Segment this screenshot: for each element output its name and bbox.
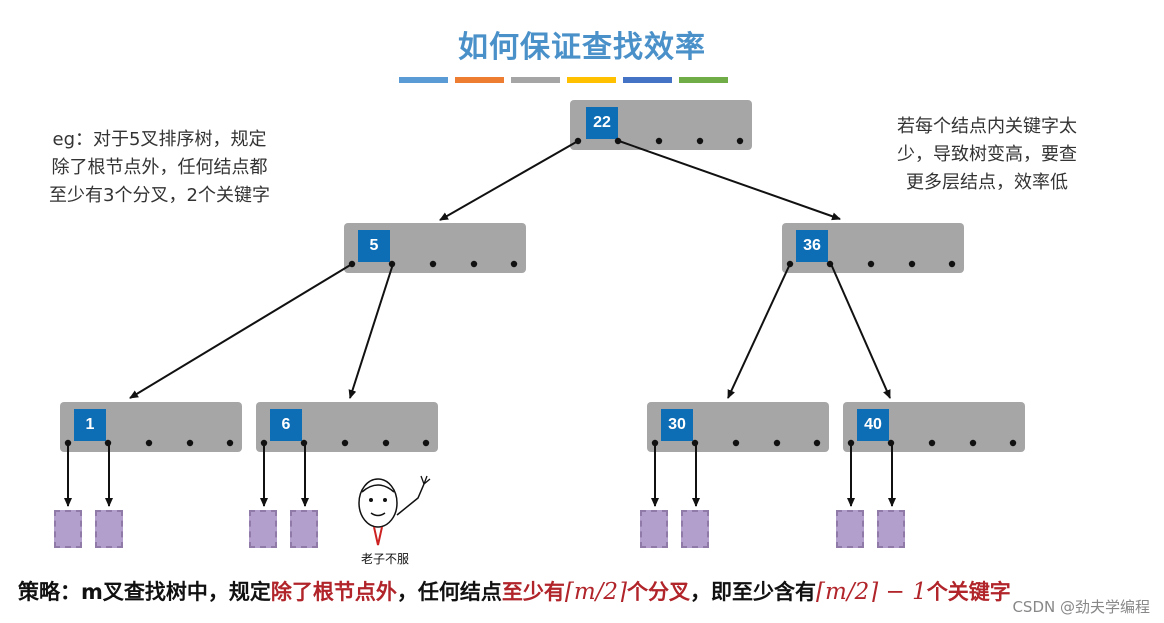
pointer-dot xyxy=(104,439,112,447)
strategy-part: 策略：m叉查找树中，规定 xyxy=(18,580,271,604)
leaf-node xyxy=(836,510,864,548)
tree-node-level2: 1 xyxy=(60,402,242,452)
tree-edge-arrow xyxy=(348,263,394,399)
pointer-dot xyxy=(969,439,977,447)
title-color-segment xyxy=(455,77,504,83)
pointer-dot xyxy=(300,439,308,447)
pointer-dot xyxy=(887,439,895,447)
node-key: 22 xyxy=(586,107,618,139)
pointer-dot xyxy=(510,260,518,268)
leaf-node xyxy=(640,510,668,548)
meme-caption: 老子不服 xyxy=(360,552,409,566)
pointer-dot xyxy=(786,260,794,268)
leaf-node xyxy=(54,510,82,548)
title-color-segment xyxy=(511,77,560,83)
strategy-highlight: 个关键字 xyxy=(926,580,1011,604)
pointer-dot xyxy=(826,260,834,268)
strategy-highlight: 个分叉 xyxy=(627,580,691,604)
tree-edge-arrow xyxy=(618,140,841,221)
pointer-dot xyxy=(429,260,437,268)
node-key: 40 xyxy=(857,409,889,441)
note-left-line: 至少有3个分叉，2个关键字 xyxy=(49,185,270,206)
pointer-dot xyxy=(651,439,659,447)
note-right-line: 少，导致树变高，要查 xyxy=(897,144,1077,165)
leaf-node xyxy=(290,510,318,548)
pointer-dot xyxy=(847,439,855,447)
csdn-watermark: CSDN @劲夫学编程 xyxy=(1012,596,1150,617)
leaf-node xyxy=(95,510,123,548)
pointer-dot xyxy=(813,439,821,447)
node-key: 1 xyxy=(74,409,106,441)
tree-edge-arrow xyxy=(830,263,891,399)
title-color-segment xyxy=(567,77,616,83)
pointer-dot xyxy=(226,439,234,447)
pointer-dot xyxy=(574,137,582,145)
pointer-dot xyxy=(348,260,356,268)
note-left-line: eg：对于5叉排序树，规定 xyxy=(52,129,267,150)
node-key: 6 xyxy=(270,409,302,441)
pointer-dot xyxy=(655,137,663,145)
strategy-highlight: 除了根节点外 xyxy=(270,580,397,604)
pointer-dot xyxy=(928,439,936,447)
note-right-line: 若每个结点内关键字太 xyxy=(897,116,1077,137)
pointer-dot xyxy=(948,260,956,268)
leaf-node xyxy=(249,510,277,548)
page-title: 如何保证查找效率 xyxy=(458,30,706,65)
pointer-dot xyxy=(388,260,396,268)
pointer-dot xyxy=(696,137,704,145)
tree-edge-arrow xyxy=(727,263,791,399)
strategy-part: ，即至少含有 xyxy=(690,580,817,604)
strategy-math: ⌈m/2⌉ − 1 xyxy=(816,579,927,605)
meme-face-icon xyxy=(358,475,431,546)
pointer-dot xyxy=(422,439,430,447)
strategy-text: 策略：m叉查找树中，规定除了根节点外，任何结点至少有⌈m/2⌉个分叉，即至少含有… xyxy=(18,576,1011,606)
title-color-segment xyxy=(399,77,448,83)
node-key: 36 xyxy=(796,230,828,262)
node-key: 30 xyxy=(661,409,693,441)
pointer-dot xyxy=(736,137,744,145)
note-right: 若每个结点内关键字太 少，导致树变高，要查 更多层结点，效率低 xyxy=(862,113,1112,197)
pointer-dot xyxy=(691,439,699,447)
pointer-dot xyxy=(732,439,740,447)
strategy-math: ⌈m/2⌉ xyxy=(564,579,628,605)
note-left: eg：对于5叉排序树，规定 除了根节点外，任何结点都 至少有3个分叉，2个关键字 xyxy=(22,126,297,210)
tree-edge-arrow xyxy=(439,140,579,221)
title-color-segment xyxy=(679,77,728,83)
pointer-dot xyxy=(773,439,781,447)
node-key: 5 xyxy=(358,230,390,262)
tree-edge-arrow xyxy=(129,263,353,399)
pointer-dot xyxy=(64,439,72,447)
leaf-node xyxy=(681,510,709,548)
pointer-dot xyxy=(908,260,916,268)
strategy-highlight: 至少有 xyxy=(501,580,565,604)
title-color-segment xyxy=(623,77,672,83)
pointer-dot xyxy=(260,439,268,447)
note-left-line: 除了根节点外，任何结点都 xyxy=(51,157,268,178)
pointer-dot xyxy=(341,439,349,447)
pointer-dot xyxy=(867,260,875,268)
pointer-dot xyxy=(614,137,622,145)
pointer-dot xyxy=(1009,439,1017,447)
pointer-dot xyxy=(145,439,153,447)
pointer-dot xyxy=(382,439,390,447)
strategy-part: ，任何结点 xyxy=(396,580,502,604)
pointer-dot xyxy=(470,260,478,268)
pointer-dot xyxy=(186,439,194,447)
note-right-line: 更多层结点，效率低 xyxy=(906,172,1068,193)
leaf-node xyxy=(877,510,905,548)
